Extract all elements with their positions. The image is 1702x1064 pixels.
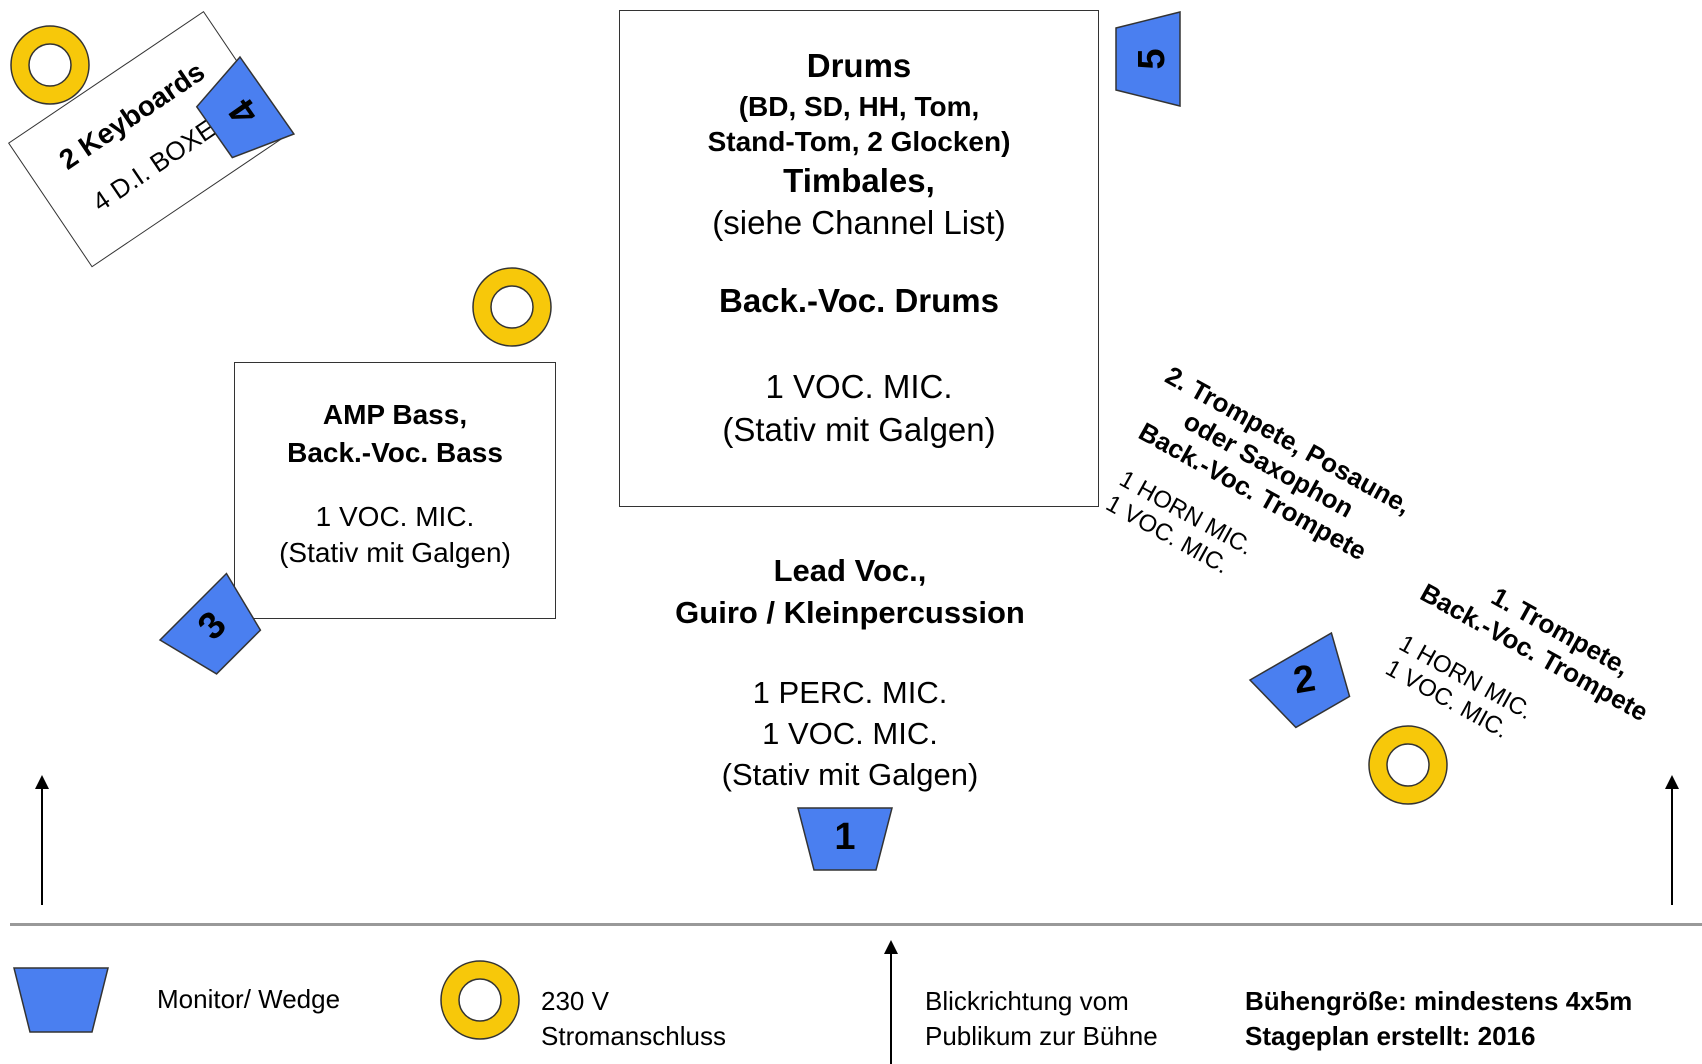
lead-mic2: 1 VOC. MIC. (762, 716, 938, 751)
monitor-label-5: 5 (1131, 48, 1173, 70)
drums-box: Drums (BD, SD, HH, Tom, Stand-Tom, 2 Glo… (619, 10, 1099, 507)
drums-backvoc: Back.-Voc. Drums (719, 282, 999, 319)
lead-title1: Lead Voc., (773, 553, 927, 588)
legend-arrow-up-icon (884, 940, 898, 1064)
monitor-wedge-4: 4 (188, 55, 296, 171)
arrow-up-icon (35, 775, 49, 905)
lead-title2: Guiro / Kleinpercussion (675, 595, 1025, 630)
drums-mic: 1 VOC. MIC. (765, 368, 953, 405)
bass-title1: AMP Bass, (322, 399, 468, 430)
monitor-label-1: 1 (834, 816, 856, 858)
bass-stand: (Stativ mit Galgen) (279, 537, 511, 568)
legend-power-line2: Stromanschluss (541, 1021, 726, 1051)
power-ring-icon (472, 267, 552, 347)
lead-mic1: 1 PERC. MIC. (752, 675, 948, 710)
drums-sub2: Stand-Tom, 2 Glocken) (707, 126, 1011, 157)
monitor-wedge-2: 2 (1248, 631, 1363, 735)
stage-edge-line (10, 923, 1702, 926)
power-ring-icon (1368, 725, 1448, 805)
legend-monitor-label: Monitor/ Wedge (157, 984, 341, 1014)
legend-view: Blickrichtung vom Publikum zur Bühne (925, 984, 1158, 1054)
drums-stand: (Stativ mit Galgen) (722, 411, 996, 448)
legend-monitor-icon (13, 967, 109, 1033)
monitor-wedge-1 (797, 807, 893, 871)
drums-title: Drums (806, 47, 912, 84)
drums-timbales: Timbales, (783, 162, 935, 199)
bass-mic: 1 VOC. MIC. (315, 501, 475, 532)
power-ring-icon (10, 25, 90, 105)
legend-stage-size: Bühengröße: mindestens 4x5m (1245, 986, 1633, 1016)
monitor-wedge-5: 5 (1115, 11, 1181, 107)
drums-channel: (siehe Channel List) (712, 204, 1006, 241)
monitor-wedge-3: 3 (158, 572, 272, 686)
lead-block: Lead Voc., Guiro / Kleinpercussion 1 PER… (600, 553, 1100, 793)
legend-stage: Bühengröße: mindestens 4x5m Stageplan er… (1245, 984, 1632, 1054)
legend-power-ring-icon (440, 960, 520, 1040)
lead-stand: (Stativ mit Galgen) (721, 757, 979, 792)
legend-power-line1: 230 V (541, 986, 609, 1016)
legend-stage-year: Stageplan erstellt: 2016 (1245, 1021, 1536, 1051)
drums-sub1: (BD, SD, HH, Tom, (738, 91, 980, 122)
arrow-up-icon (1665, 775, 1679, 905)
legend-view-line2: Publikum zur Bühne (925, 1021, 1158, 1051)
bass-box: AMP Bass, Back.-Voc. Bass 1 VOC. MIC. (S… (234, 362, 556, 619)
legend-view-line1: Blickrichtung vom (925, 986, 1129, 1016)
trumpet2-block: 2. Trompete, Posaune, oder Saxophon Back… (1092, 360, 1416, 643)
legend-power: 230 V Stromanschluss (541, 984, 726, 1054)
bass-title2: Back.-Voc. Bass (287, 437, 503, 468)
